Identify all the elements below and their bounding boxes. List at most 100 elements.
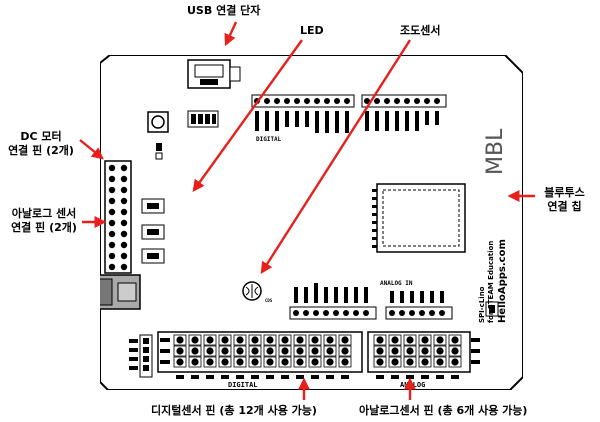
- header-pin: [281, 347, 289, 355]
- header-pin-frame: [188, 345, 202, 357]
- header-pin: [436, 336, 444, 344]
- header-pin: [421, 358, 429, 366]
- header-pin-frame: [323, 334, 337, 346]
- header-pin-frame: [248, 334, 262, 346]
- header-pin-frame: [418, 356, 432, 368]
- header-pin: [251, 336, 259, 344]
- header-pin-frame: [278, 356, 292, 368]
- header-pin: [176, 347, 184, 355]
- header-pin-frame: [218, 356, 232, 368]
- bluetooth-label-line2: 연결 칩: [547, 200, 582, 213]
- header-pin: [376, 336, 384, 344]
- header-pin-frame: [388, 356, 402, 368]
- header-pin: [176, 358, 184, 366]
- digital-pins-label: 디지털센서 핀 (총 12개 사용 가능): [151, 404, 317, 417]
- header-pin-frame: [248, 356, 262, 368]
- header-pin-frame: [338, 356, 352, 368]
- usb-connector-label: USB 연결 단자: [187, 4, 261, 17]
- bluetooth-label: 블루투스 연결 칩: [537, 186, 592, 214]
- header-pin: [406, 347, 414, 355]
- header-pin: [281, 336, 289, 344]
- arduino-board: DIGITAL ANALOG IN DIGITAL ANALOG CDS MBL…: [100, 55, 523, 390]
- side-text-1: SPI-cLino: [478, 286, 486, 323]
- header-pin-frame: [278, 345, 292, 357]
- header-pin-frame: [203, 334, 217, 346]
- middle-sensor-header: [289, 283, 453, 320]
- header-pin-frame: [248, 345, 262, 357]
- header-pin: [311, 336, 319, 344]
- usb-arrow: [224, 21, 238, 47]
- header-pin: [236, 347, 244, 355]
- analog-sensor-label-line1: 아날로그 센서: [11, 207, 77, 220]
- header-pin: [266, 336, 274, 344]
- header-pin: [251, 358, 259, 366]
- side-switch: [485, 301, 499, 317]
- header-pin: [206, 358, 214, 366]
- light-sensor-label: 조도센서: [400, 24, 441, 37]
- header-pin: [451, 347, 459, 355]
- header-pin-frame: [293, 345, 307, 357]
- header-pin-frame: [448, 356, 462, 368]
- side-text-3: HelloApps.com: [497, 239, 508, 323]
- header-pin-frame: [433, 345, 447, 357]
- side-text-2: for STEAM Education: [487, 241, 495, 323]
- header-pin-frame: [233, 345, 247, 357]
- header-pin-frame: [418, 345, 432, 357]
- header-pin-frame: [293, 356, 307, 368]
- header-pin: [421, 347, 429, 355]
- header-pin: [311, 358, 319, 366]
- digital-top-text: DIGITAL: [256, 136, 282, 143]
- header-pin-frame: [263, 334, 277, 346]
- header-pin-frame: [323, 356, 337, 368]
- header-pin: [296, 347, 304, 355]
- header-pin: [191, 336, 199, 344]
- header-pin-frame: [403, 356, 417, 368]
- header-pin: [391, 336, 399, 344]
- header-pin: [236, 336, 244, 344]
- header-pin: [376, 347, 384, 355]
- bottom-digital-pin-block: [157, 331, 363, 379]
- header-pin: [266, 358, 274, 366]
- header-pin-frame: [263, 345, 277, 357]
- header-pin-frame: [278, 334, 292, 346]
- header-pin-frame: [188, 356, 202, 368]
- header-pin: [221, 336, 229, 344]
- header-pin: [436, 347, 444, 355]
- led-label: LED: [300, 24, 324, 37]
- cds-text: CDS: [265, 298, 273, 303]
- header-pin-frame: [173, 345, 187, 357]
- dc-motor-label-line2: 연결 핀 (2개): [8, 144, 74, 157]
- header-pin: [236, 358, 244, 366]
- mbl-text: MBL: [483, 128, 508, 175]
- dc-motor-label: DC 모터 연결 핀 (2개): [6, 130, 76, 158]
- header-pin-frame: [218, 334, 232, 346]
- header-pin: [391, 358, 399, 366]
- cds-light-sensor: [242, 281, 262, 301]
- header-pin-frame: [173, 334, 187, 346]
- header-pin-frame: [373, 356, 387, 368]
- power-led: [155, 143, 163, 160]
- analog-sensor-label-line2: 연결 핀 (2개): [11, 221, 77, 234]
- left-pin-block: [104, 160, 132, 274]
- header-pin: [296, 358, 304, 366]
- header-pin-frame: [218, 345, 232, 357]
- bluetooth-chip: [372, 183, 466, 253]
- header-pin: [191, 358, 199, 366]
- power-jack: [100, 274, 141, 310]
- header-pin: [221, 358, 229, 366]
- header-pin-frame: [433, 356, 447, 368]
- header-pin: [341, 336, 349, 344]
- header-pin: [451, 358, 459, 366]
- header-pin-frame: [403, 334, 417, 346]
- header-pin: [296, 336, 304, 344]
- header-pin: [391, 347, 399, 355]
- header-pin: [176, 336, 184, 344]
- header-pin: [266, 347, 274, 355]
- header-pin-frame: [308, 345, 322, 357]
- led-components: [141, 198, 165, 264]
- header-pin-frame: [233, 334, 247, 346]
- header-pin-frame: [403, 345, 417, 357]
- header-pin-frame: [388, 334, 402, 346]
- bottom-analog-pin-block: [367, 331, 480, 379]
- header-pin: [341, 358, 349, 366]
